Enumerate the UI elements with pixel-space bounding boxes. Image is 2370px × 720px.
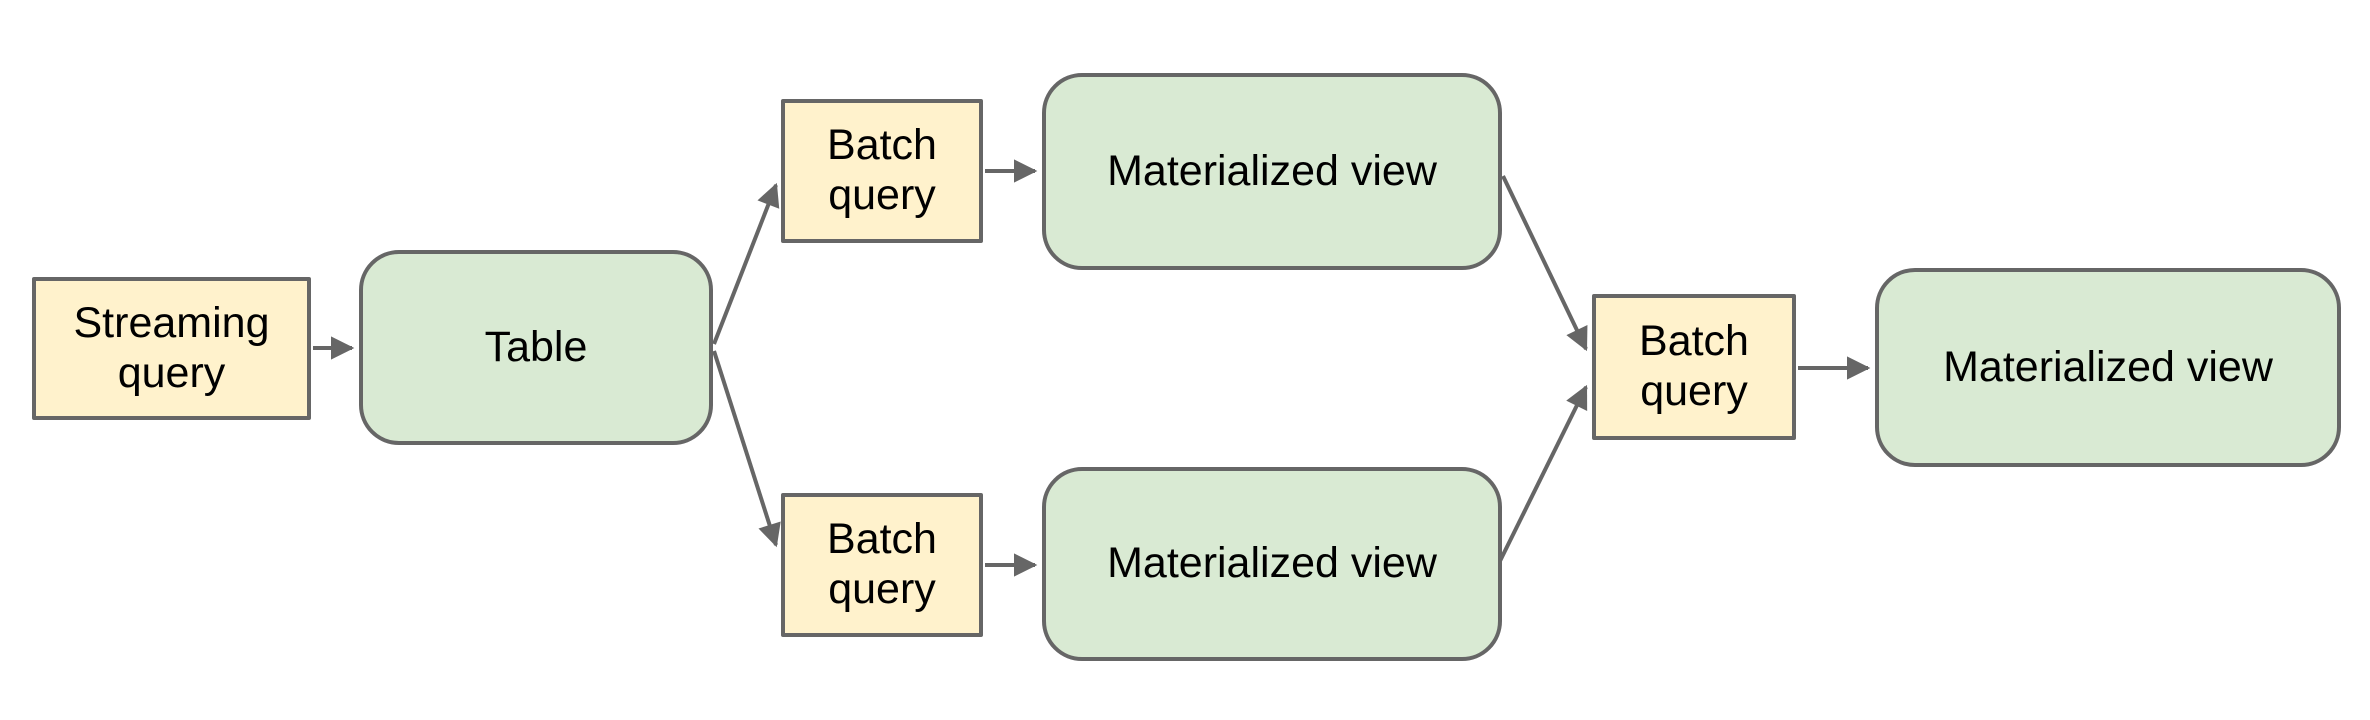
node-streaming-query-label: Streaming query xyxy=(73,298,270,397)
node-materialized-view-bottom-label: Materialized view xyxy=(1107,539,1437,588)
edge-mv-top-to-batch-final xyxy=(1501,175,1588,352)
node-table-label: Table xyxy=(484,322,588,371)
node-table: Table xyxy=(359,250,713,445)
node-streaming-query: Streaming query xyxy=(32,277,311,420)
node-materialized-view-final: Materialized view xyxy=(1875,268,2341,467)
node-batch-query-bottom-label: Batch query xyxy=(827,515,937,613)
edge-table-to-batch-top xyxy=(712,182,780,345)
node-materialized-view-bottom: Materialized view xyxy=(1042,467,1502,661)
node-materialized-view-final-label: Materialized view xyxy=(1943,342,2273,391)
edge-table-to-batch-bottom xyxy=(712,350,781,548)
node-batch-query-top: Batch query xyxy=(781,99,983,243)
node-materialized-view-top: Materialized view xyxy=(1042,73,1502,270)
node-materialized-view-top-label: Materialized view xyxy=(1107,146,1437,195)
node-batch-query-bottom: Batch query xyxy=(781,493,983,637)
node-batch-query-final: Batch query xyxy=(1592,294,1796,440)
edge-mv-bottom-to-batch-final xyxy=(1498,384,1588,562)
node-batch-query-final-label: Batch query xyxy=(1639,317,1749,415)
node-batch-query-top-label: Batch query xyxy=(827,121,937,219)
